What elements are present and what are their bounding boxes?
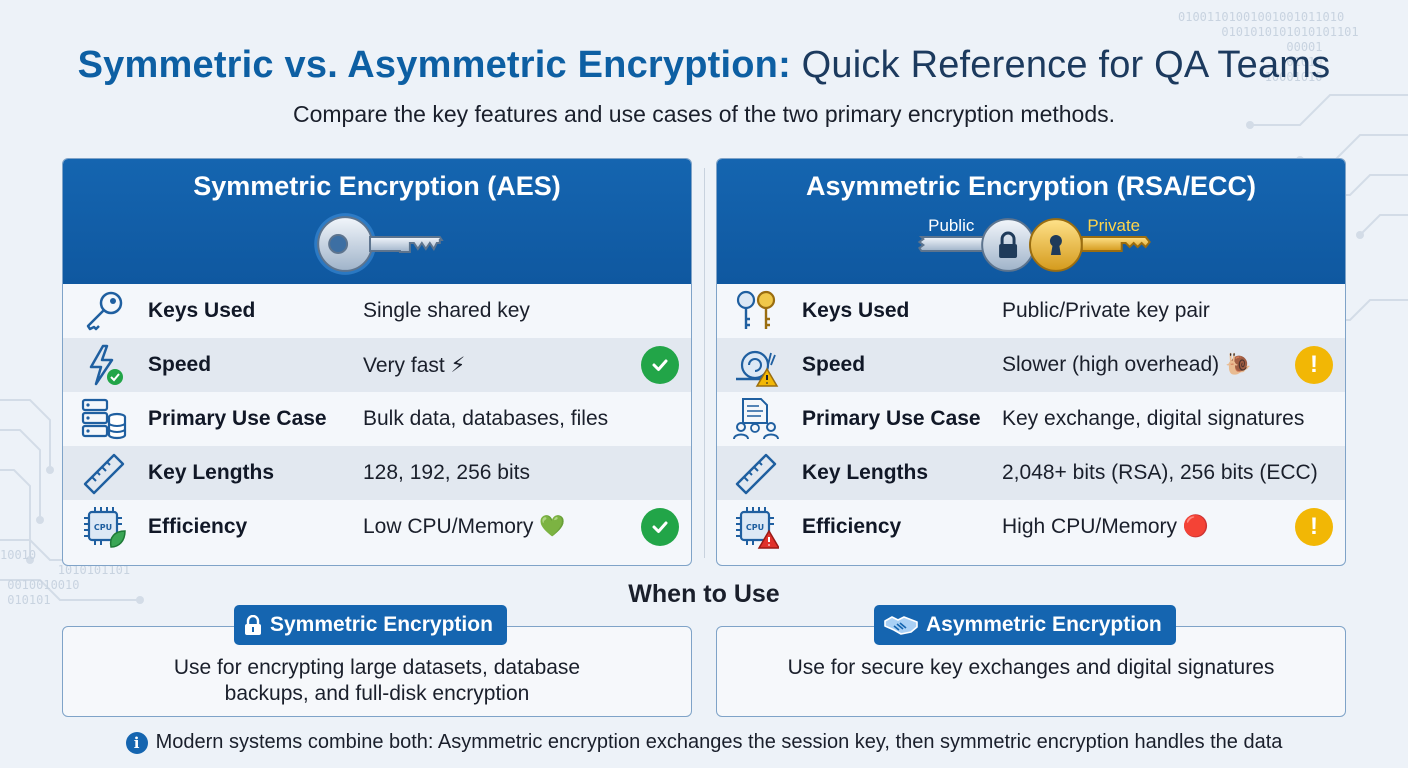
ruler-icon: [735, 453, 777, 495]
svg-text:CPU: CPU: [746, 523, 764, 532]
warning-badge-icon: !: [1295, 346, 1333, 384]
row-value: 128, 192, 256 bits: [363, 461, 530, 484]
lock-icon: [245, 615, 261, 635]
asymmetric-row-keys-used: Keys Used Public/Private key pair: [717, 284, 1345, 338]
snail-warning-icon: [736, 350, 779, 387]
footer-note: i Modern systems combine both: Asymmetri…: [0, 731, 1408, 754]
panel-divider: [704, 168, 705, 558]
row-value: Public/Private key pair: [1002, 299, 1210, 322]
symmetric-use-text: Use for encrypting large datasets, datab…: [173, 656, 581, 705]
asymmetric-row-speed: Speed Slower (high overhead) 🐌 !: [717, 338, 1345, 392]
cpu-leaf-icon: CPU: [84, 507, 126, 548]
page-title: Symmetric vs. Asymmetric Encryption: Qui…: [0, 44, 1408, 87]
binary-decoration-bottom-left: 10010 1010101101 0010010010 010101: [0, 548, 131, 607]
symmetric-use-tag: Symmetric Encryption: [234, 605, 507, 645]
symmetric-row-efficiency: CPU Efficiency Low CPU/Memory 💚: [63, 500, 691, 554]
symmetric-panel-header: Symmetric Encryption (AES): [63, 159, 691, 284]
row-label: Speed: [148, 353, 212, 376]
binary-decoration-top-right: 01001101001001001011010 0101010101010101…: [1178, 10, 1359, 84]
database-server-icon: [81, 398, 127, 440]
row-value: 2,048+ bits (RSA), 256 bits (ECC): [1002, 461, 1318, 484]
asymmetric-use-text: Use for secure key exchanges and digital…: [787, 656, 1275, 679]
handshake-icon: [884, 616, 918, 635]
asymmetric-use-box: Asymmetric Encryption Use for secure key…: [716, 605, 1346, 717]
lightning-check-icon: [89, 344, 123, 386]
private-key-label: Private: [1087, 216, 1140, 235]
row-value: High CPU/Memory 🔴: [1002, 515, 1210, 538]
symmetric-row-speed: Speed Very fast ⚡: [63, 338, 691, 392]
row-value: Slower (high overhead) 🐌: [1002, 353, 1252, 376]
row-label: Primary Use Case: [802, 407, 981, 430]
key-icon: [86, 291, 123, 331]
row-label: Key Lengths: [148, 461, 275, 484]
symmetric-use-tag-label: Symmetric Encryption: [270, 613, 493, 636]
symmetric-use-box: Symmetric Encryption Use for encrypting …: [62, 605, 692, 717]
silver-key-icon: [314, 213, 444, 275]
ruler-icon: [83, 453, 125, 495]
row-label: Keys Used: [148, 299, 256, 322]
public-private-key-pair-icon: Public Private: [917, 216, 1151, 272]
svg-text:CPU: CPU: [94, 523, 112, 532]
row-value: Key exchange, digital signatures: [1002, 407, 1305, 430]
page-subtitle: Compare the key features and use cases o…: [292, 101, 1116, 127]
check-badge-icon: [641, 346, 679, 384]
symmetric-row-key-lengths: Key Lengths 128, 192, 256 bits: [63, 446, 691, 500]
asymmetric-use-tag-label: Asymmetric Encryption: [926, 613, 1162, 636]
asymmetric-row-efficiency: CPU Efficiency High CPU/Memory 🔴 !: [717, 500, 1345, 554]
row-label: Primary Use Case: [148, 407, 327, 430]
asymmetric-use-tag: Asymmetric Encryption: [874, 605, 1176, 645]
asymmetric-panel-header: Asymmetric Encryption (RSA/ECC) Public P…: [717, 159, 1345, 284]
info-icon: i: [125, 731, 148, 754]
warning-badge-icon: !: [1295, 508, 1333, 546]
public-key-label: Public: [928, 216, 975, 235]
asymmetric-row-key-lengths: Key Lengths 2,048+ bits (RSA), 256 bits …: [717, 446, 1345, 500]
title-rest: Quick Reference for QA Teams: [790, 44, 1331, 86]
row-value: Low CPU/Memory 💚: [363, 515, 566, 538]
document-signature-icon: [733, 398, 779, 440]
title-emphasis: Symmetric vs. Asymmetric Encryption:: [77, 44, 791, 86]
asymmetric-panel: Asymmetric Encryption (RSA/ECC) Public P…: [716, 158, 1346, 566]
row-label: Efficiency: [802, 515, 902, 538]
row-value: Very fast ⚡: [363, 353, 466, 377]
symmetric-row-keys-used: Keys Used Single shared key: [63, 284, 691, 338]
footer-note-text: Modern systems combine both: Asymmetric …: [155, 731, 1283, 753]
key-pair-icon: [736, 290, 776, 329]
symmetric-row-primary-use-case: Primary Use Case Bulk data, databases, f…: [63, 392, 691, 446]
check-badge-icon: [641, 508, 679, 546]
cpu-warning-icon: CPU: [736, 507, 779, 549]
symmetric-panel: Symmetric Encryption (AES) Keys Used Sin…: [62, 158, 692, 566]
when-to-use-title: When to Use: [628, 580, 780, 608]
row-label: Key Lengths: [802, 461, 929, 484]
row-value: Bulk data, databases, files: [363, 407, 609, 430]
row-label: Keys Used: [802, 299, 910, 322]
row-label: Efficiency: [148, 515, 248, 538]
row-value: Single shared key: [363, 299, 530, 322]
asymmetric-panel-title: Asymmetric Encryption (RSA/ECC): [805, 171, 1257, 201]
asymmetric-row-primary-use-case: Primary Use Case Key exchange, digital s…: [717, 392, 1345, 446]
symmetric-panel-title: Symmetric Encryption (AES): [193, 171, 561, 201]
row-label: Speed: [802, 353, 866, 376]
